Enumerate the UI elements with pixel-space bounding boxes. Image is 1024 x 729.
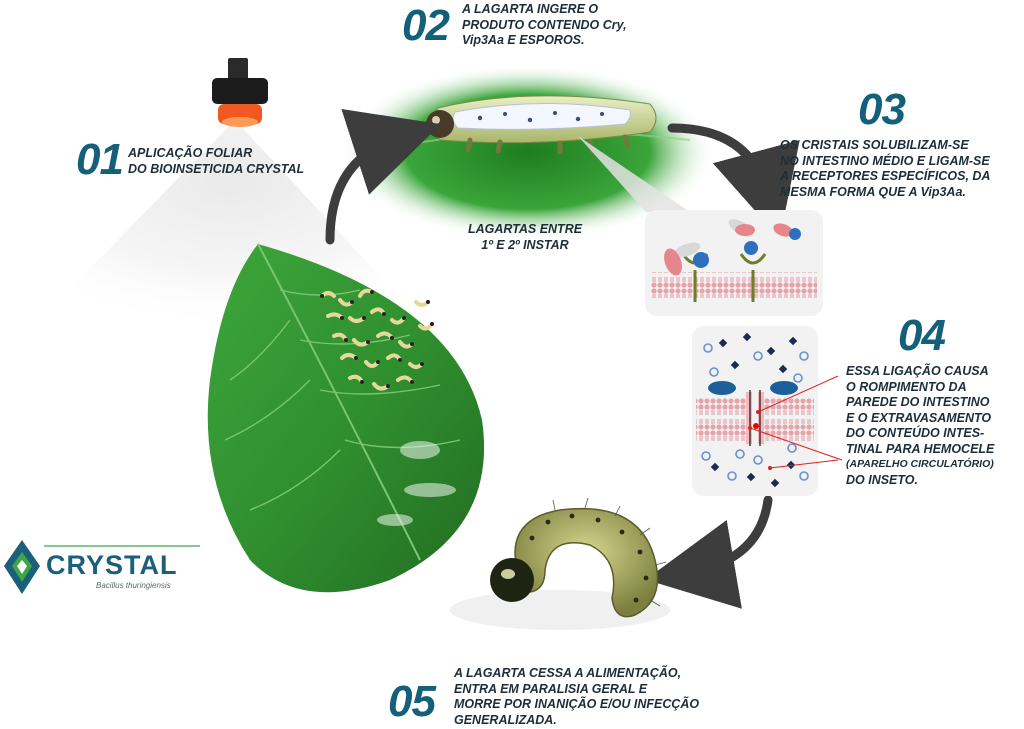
step-4-line: (APARELHO CIRCULATÓRIO) (846, 458, 994, 470)
step-2-line: PRODUTO CONTENDO Cry, (462, 17, 627, 32)
cycle-arrows (325, 109, 800, 609)
receptor-binding-icon (651, 219, 817, 302)
step-4-line: DO CONTEÚDO INTES- (846, 426, 985, 440)
step-4-line: O ROMPIMENTO DA (846, 379, 967, 394)
step-4-number: 04 (898, 311, 946, 360)
step-3-line: MESMA FORMA QUE A Vip3Aa. (780, 184, 966, 199)
instar-label-line: 1º E 2º INSTAR (481, 237, 569, 252)
step-5-line: MORRE POR INANIÇÃO E/OU INFECÇÃO (454, 697, 700, 711)
step-4-line: PAREDE DO INTESTINO (846, 395, 990, 409)
logo-name: CRYSTAL (46, 550, 178, 580)
pore-formation-panel (692, 326, 818, 496)
spray-nozzle-icon (212, 58, 268, 127)
instar-label: LAGARTAS ENTRE 1º E 2º INSTAR (466, 222, 584, 253)
step-2-line: A LAGARTA INGERE O (462, 2, 599, 16)
step-3-line: NO INTESTINO MÉDIO E LIGAM-SE (780, 153, 990, 168)
pore-formation-icon (696, 332, 814, 488)
step-5-text: A LAGARTA CESSA A ALIMENTAÇÃO, ENTRA EM … (454, 666, 699, 728)
step-2-line: Vip3Aa E ESPOROS. (462, 33, 585, 47)
step-4-line: TINAL PARA HEMOCELE (846, 441, 995, 456)
step-2-text: A LAGARTA INGERE O PRODUTO CONTENDO Cry,… (462, 2, 627, 49)
step-4-line: ESSA LIGAÇÃO CAUSA (846, 364, 989, 378)
step-1-line: APLICAÇÃO FOLIAR (128, 146, 253, 160)
instar-label-line: LAGARTAS ENTRE (467, 222, 583, 236)
dead-caterpillar-icon (450, 497, 670, 630)
step-5-line: ENTRA EM PARALISIA GERAL E (454, 681, 648, 696)
step-4-text: ESSA LIGAÇÃO CAUSA O ROMPIMENTO DA PARED… (846, 364, 994, 488)
step-1-text: APLICAÇÃO FOLIAR DO BIOINSETICIDA CRYSTA… (128, 146, 304, 177)
step-3-text: OS CRISTAIS SOLUBILIZAM-SE NO INTESTINO … (780, 138, 990, 200)
receptor-binding-panel (645, 210, 823, 316)
step-5-line: GENERALIZADA. (454, 712, 557, 727)
step-5-line: A LAGARTA CESSA A ALIMENTAÇÃO, (454, 666, 682, 680)
caterpillar-icon (426, 95, 657, 155)
logo-subtitle: Bacillus thuringiensis (96, 581, 171, 590)
step-3-line: A RECEPTORES ESPECÍFICOS, DA (780, 169, 991, 183)
step-4-line: E O EXTRAVASAMENTO (846, 410, 992, 425)
step-1-number: 01 (76, 135, 124, 184)
zoom-callout (578, 136, 690, 212)
step-4-line: DO INSETO. (846, 472, 919, 487)
step-3-line: OS CRISTAIS SOLUBILIZAM-SE (780, 138, 969, 152)
step-5-number: 05 (388, 677, 436, 726)
leaf-with-larvae-icon (207, 243, 485, 593)
step-2-number: 02 (402, 1, 450, 50)
step-1-line: DO BIOINSETICIDA CRYSTAL (128, 161, 305, 176)
step-3-number: 03 (858, 85, 906, 134)
crystal-logo-icon (4, 540, 200, 594)
